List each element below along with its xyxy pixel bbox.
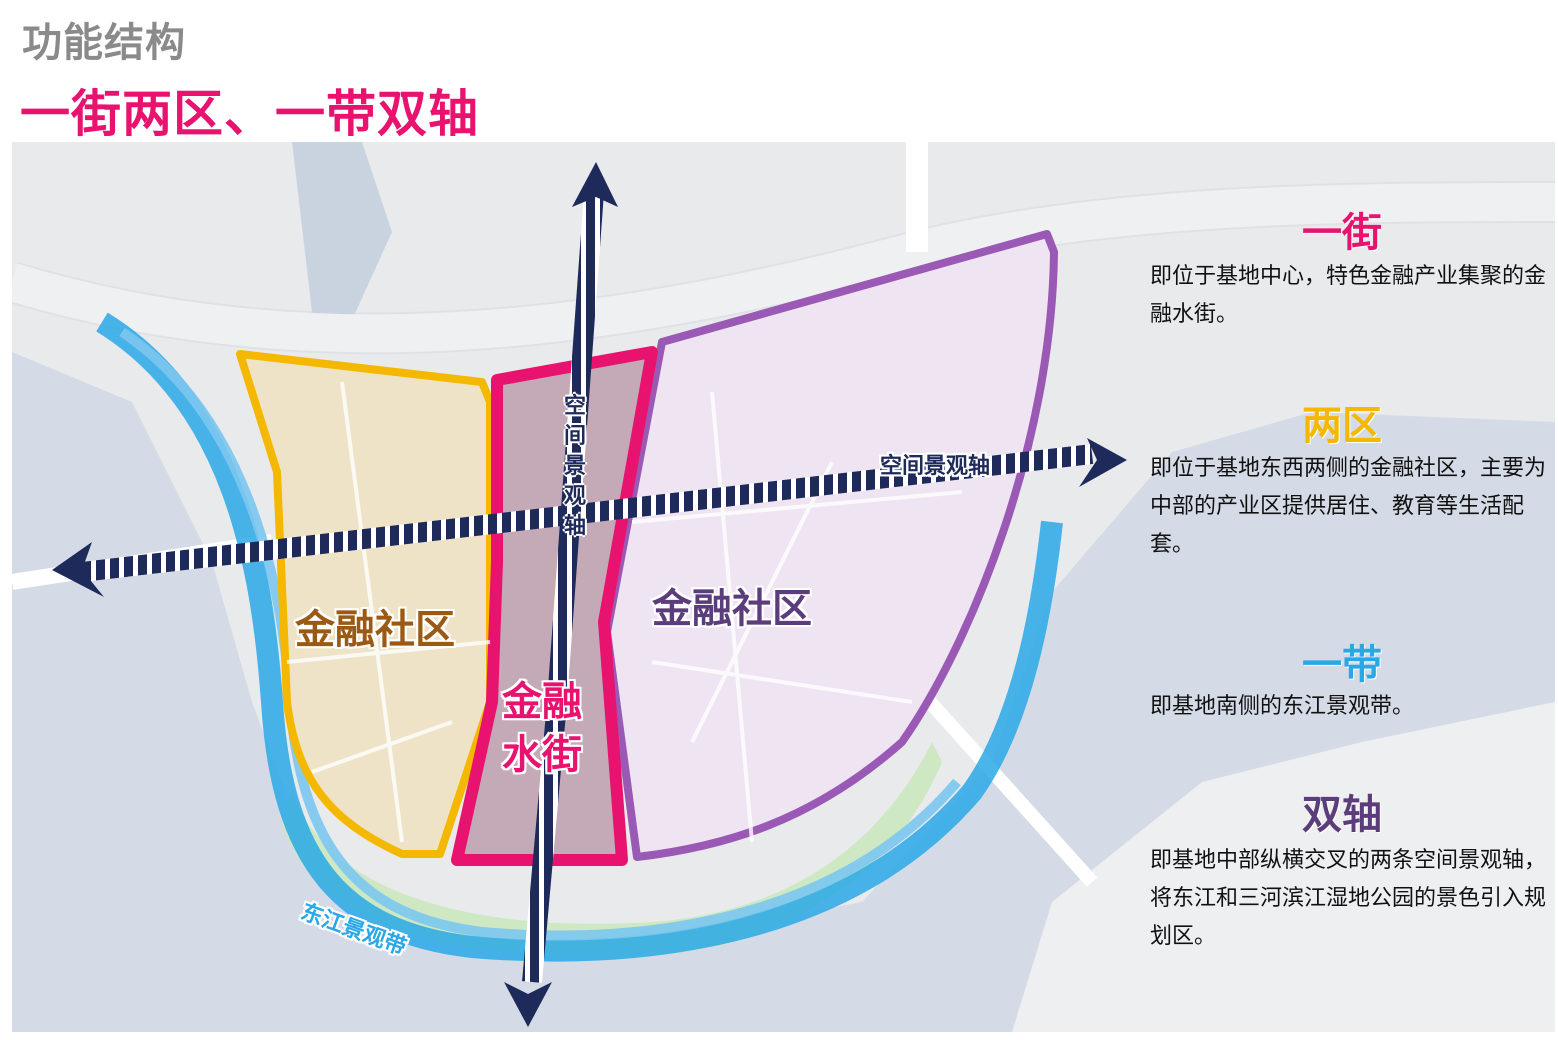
legend-heading-axes: 双轴 <box>1302 792 1382 838</box>
legend-heading-belt: 一带 <box>1302 642 1382 688</box>
south-arrow <box>504 982 552 1027</box>
west-arrow <box>52 542 104 597</box>
legend-text-street: 即位于基地中心，特色金融产业集聚的金融水街。 <box>1150 264 1547 327</box>
bridge-road <box>906 677 1098 887</box>
vertical-axis-label: 空间景观轴 <box>563 394 586 539</box>
river-belt-inner <box>119 327 961 941</box>
main-road <box>12 183 1555 353</box>
southeast-land <box>1012 702 1555 1032</box>
road-edge <box>12 181 1555 355</box>
water-street-label-1: 金融 <box>502 679 582 725</box>
west-zone-label: 金融社区 <box>295 607 455 653</box>
page-subtitle: 一街两区、一带双轴 <box>20 85 479 143</box>
legend-heading-street: 一街 <box>1302 210 1382 256</box>
north-water <box>292 142 392 342</box>
horizontal-axis-label: 空间景观轴 <box>880 454 991 479</box>
water-street-label-2: 水街 <box>502 732 582 778</box>
site-plan-map: 金融社区 金融社区 金融 水街 空间景观轴 空间景观轴 东江景观带 <box>12 142 1555 1032</box>
east-zone-shape <box>603 230 1058 861</box>
legend-text-axes: 即基地中部纵横交叉的两条空间景观轴，将东江和三河滨江湿地公园的景色引入规划区。 <box>1150 848 1547 949</box>
legend-heading-zones: 两区 <box>1302 403 1382 449</box>
map-drawing <box>12 142 1555 1032</box>
legend-text-zones: 即位于基地东西两侧的金融社区，主要为中部的产业区提供居住、教育等生活配套。 <box>1150 456 1547 557</box>
east-arrow <box>1079 438 1127 487</box>
vertical-axis-line <box>522 191 604 983</box>
east-zone-label: 金融社区 <box>652 586 812 632</box>
legend-text-belt: 即基地南侧的东江景观带。 <box>1150 694 1415 719</box>
horizontal-axis-line <box>80 444 1094 582</box>
north-arrow <box>572 162 618 207</box>
page-title: 功能结构 <box>22 20 186 66</box>
